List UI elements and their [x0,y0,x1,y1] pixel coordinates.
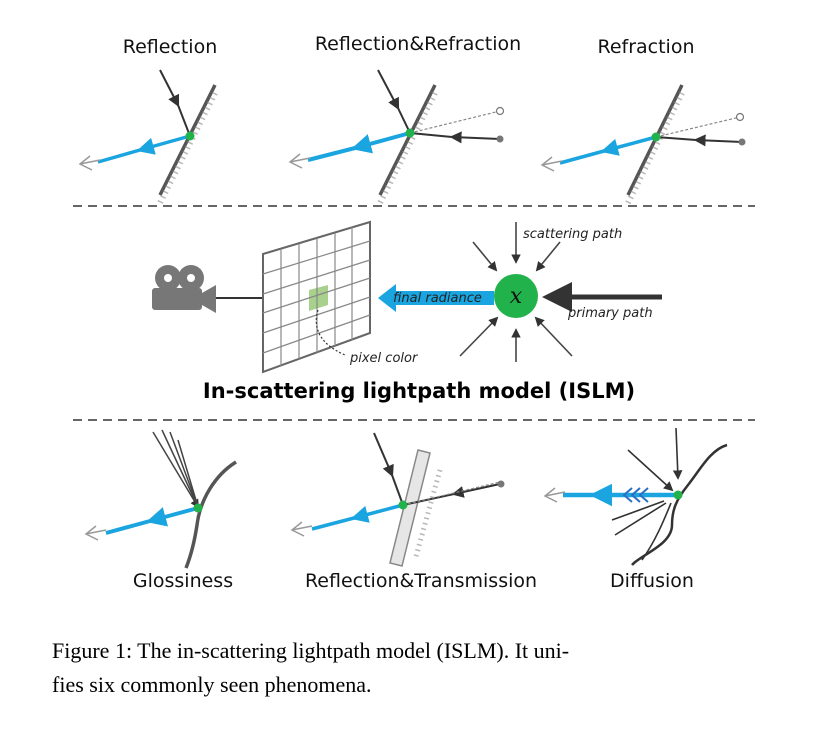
caption-line-1: Figure 1: The in-scattering lightpath mo… [52,638,570,663]
refracted-ray [449,131,501,144]
label-final-radiance: final radiance [393,291,482,306]
eye-icon [290,521,313,537]
transmitted-ray [451,483,501,498]
panel-glossiness: Glossiness [84,429,237,592]
label-reflection-transmission: Reflection&Transmission [305,570,537,592]
panel-refraction: Refraction [540,36,746,205]
variable-x: x [510,284,523,309]
thin-slab [389,449,431,567]
figure-caption: Figure 1: The in-scattering lightpath mo… [52,634,782,702]
panel-islm: pixel color final radiance scattering pa… [152,220,662,403]
output-ray [600,135,657,156]
label-reflection-refraction: Reflection&Refraction [315,33,521,55]
panel-reflection-transmission: Reflection&Transmission [290,432,537,592]
panel-reflection-refraction: Reflection&Refraction [288,33,521,205]
panel-diffusion: Diffusion [543,427,728,592]
label-reflection: Reflection [123,36,218,58]
camera-icon [152,265,216,313]
surface-curve [184,460,237,569]
label-refraction: Refraction [597,36,694,58]
eye-icon [543,487,566,503]
intersection-point [185,131,195,141]
intersection-point [405,128,415,138]
surface-curve [631,443,728,566]
islm-figure: Reflection Reflection&Refraction Refract… [73,33,755,592]
highlight-pixel [309,285,328,311]
surface-line [158,84,217,196]
label-diffusion: Diffusion [610,570,694,592]
incident-ray [373,432,394,478]
final-radiance-arrow [378,284,494,312]
eye-icon [288,153,311,169]
intersection-point [193,503,203,513]
intersection-point [651,132,661,142]
intersection-point [398,500,408,510]
label-primary-path: primary path [567,306,653,321]
refracted-ray [693,134,743,147]
incident-ray [159,69,180,108]
image-plane-grid [262,220,371,374]
scattering-point-x [494,274,538,318]
label-scattering-path: scattering path [523,227,622,242]
eye-icon [84,525,107,541]
output-ray [351,131,411,154]
intersection-point [673,490,683,500]
label-pixel-color: pixel color [349,351,419,366]
scattering-rays [459,222,573,362]
output-ray [146,506,199,527]
output-ray [350,503,404,523]
caption-line-2: fies six commonly seen phenomena. [52,672,372,697]
reflected-ray [136,134,191,155]
label-glossiness: Glossiness [133,570,233,592]
islm-title: In-scattering lightpath model (ISLM) [203,379,635,403]
pixel-color-pointer [315,309,346,356]
eye-icon [78,155,101,171]
panel-reflection: Reflection [78,36,218,205]
eye-icon [540,156,563,172]
surface-hatch [157,91,218,205]
incident-ray [377,69,400,111]
